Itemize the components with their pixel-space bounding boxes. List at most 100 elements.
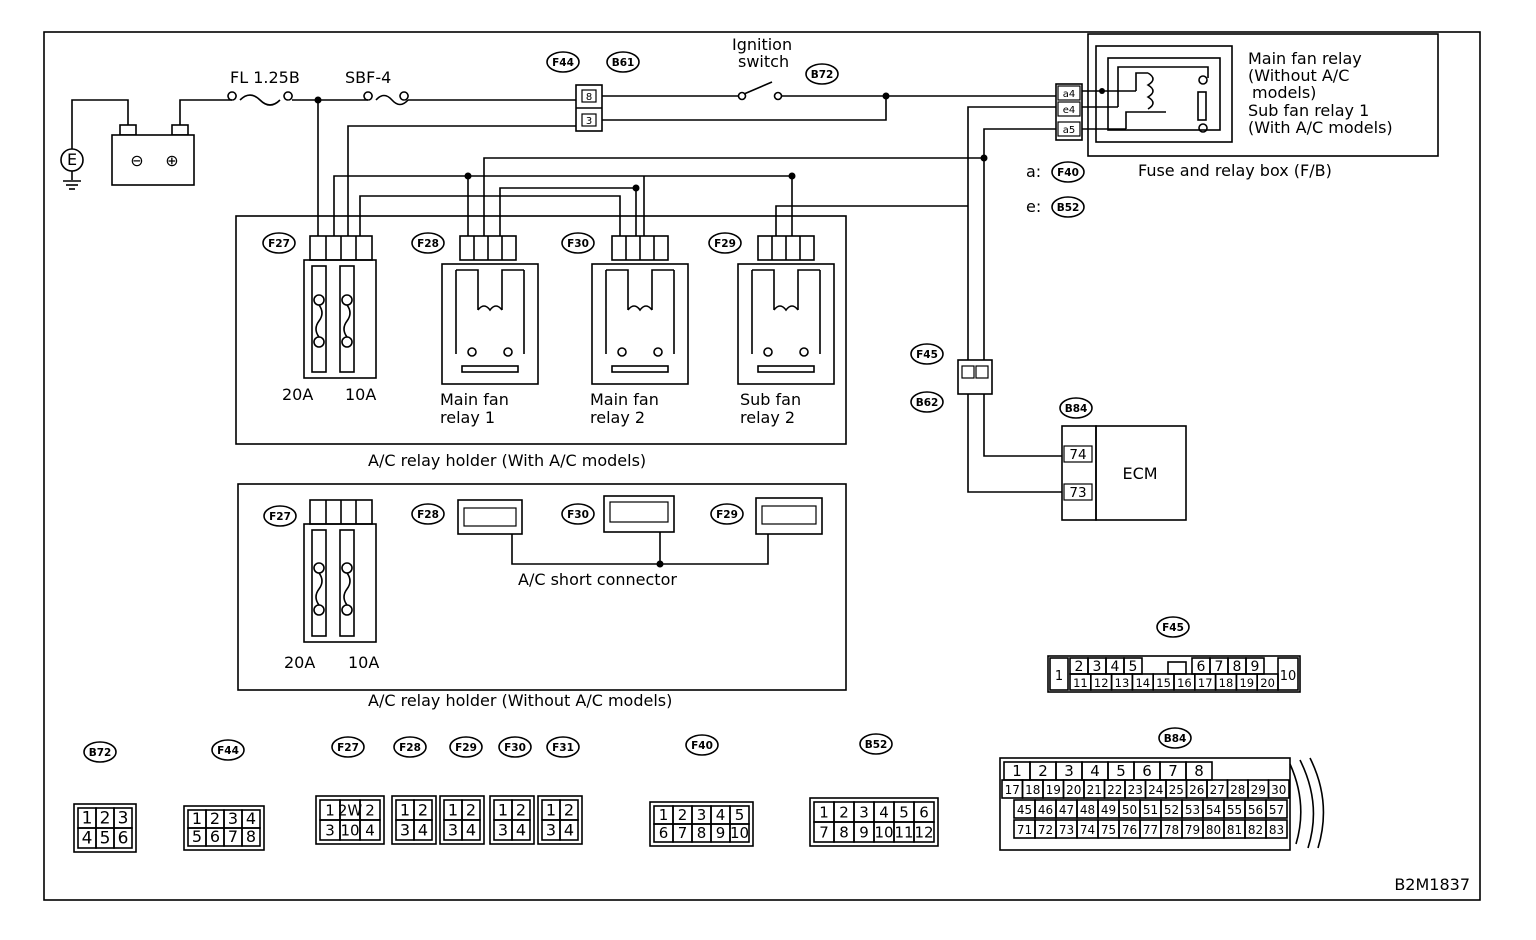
label-f29-noac-text: F29	[716, 509, 738, 521]
pinout-f44-pin: 4	[246, 809, 256, 828]
ground-wire	[71, 99, 129, 149]
legend-f40: F40	[1051, 161, 1085, 183]
b84-pin: 78	[1164, 823, 1179, 837]
fusible-link-sbf-label: SBF-4	[345, 68, 391, 87]
fuse-10a-ac: 10A	[345, 385, 376, 404]
label-f28-ac: F28	[411, 232, 445, 254]
pinout-f44-pin: 2	[210, 809, 220, 828]
pinout-relay-3-pin: 3	[498, 821, 508, 840]
f45-pin-right: 10	[1280, 669, 1297, 684]
b84-pin: 2	[1038, 762, 1048, 780]
fuse-10a-noac: 10A	[348, 653, 379, 672]
label-f27-pinout-text: F27	[337, 742, 359, 754]
diagram-frame	[43, 31, 1481, 901]
pinout-f40-pin: 2	[678, 806, 688, 824]
legend-b52-text: B52	[1057, 202, 1080, 214]
label-f29-pinout-text: F29	[455, 742, 477, 754]
pinout-relay-2-pin: 3	[448, 821, 458, 840]
label-f40-pinout-text: F40	[691, 740, 713, 752]
label-b62-text: B62	[916, 397, 939, 409]
relay-sub-fan-2	[737, 235, 835, 385]
b84-pin: 26	[1189, 783, 1204, 797]
pinout-f27-pin: 1	[325, 802, 335, 820]
pinout-relay-3-pin: 1	[498, 801, 508, 820]
short-connector-label: A/C short connector	[518, 570, 677, 589]
pinout-f40-pin: 9	[716, 824, 726, 842]
pinout-relay-1-pin: 4	[418, 821, 428, 840]
legend-e-prefix: e:	[1026, 197, 1041, 216]
b84-pin: 51	[1143, 803, 1158, 817]
fb-text-line5: (With A/C models)	[1248, 118, 1393, 137]
fusible-link-fl-label: FL 1.25B	[230, 68, 300, 87]
pinout-f44-pin: 6	[210, 827, 220, 846]
figure-id: B2M1837	[1394, 875, 1470, 894]
pinout-f44-pin: 7	[228, 827, 238, 846]
label-f27-pinout: F27	[331, 736, 365, 758]
label-f28-noac: F28	[411, 503, 445, 525]
pinout-b52-pin: 1	[819, 804, 829, 822]
label-f27-ac: F27	[262, 232, 296, 254]
connector-f44-b61: 8 3	[575, 84, 603, 132]
b84-pin: 82	[1248, 823, 1263, 837]
pinout-b52-pin: 12	[914, 824, 933, 842]
label-f30-noac: F30	[561, 503, 595, 525]
f45-pin-left: 1	[1055, 669, 1063, 684]
short-connector-f29	[755, 497, 823, 535]
legend-a-prefix: a:	[1026, 162, 1041, 181]
ecm-pin-73: 73	[1069, 485, 1086, 501]
b84-pin: 55	[1227, 803, 1242, 817]
fuse-block-noac	[303, 499, 377, 643]
b84-pin: 29	[1251, 783, 1266, 797]
pinout-b72-pin: 3	[118, 809, 129, 829]
pinout-b72-pin: 6	[118, 829, 129, 849]
fb-pin-e4: e4	[1063, 105, 1076, 116]
relay-main-fan-1	[441, 235, 539, 385]
b84-pin: 22	[1107, 783, 1122, 797]
relay1-label-line1: Main fan	[440, 390, 509, 409]
label-f28-pinout: F28	[393, 736, 427, 758]
b84-pin: 25	[1169, 783, 1184, 797]
fb-text-line4: Sub fan relay 1	[1248, 101, 1369, 120]
label-f30-pinout: F30	[498, 736, 532, 758]
pinout-f27-pin: 4	[365, 822, 375, 840]
f45-pin: 11	[1073, 676, 1088, 690]
pinout-f27-pin: 3	[325, 822, 335, 840]
b84-pin: 18	[1025, 783, 1040, 797]
label-b61-text: B61	[612, 57, 635, 69]
pinout-relay-2-pin: 4	[466, 821, 476, 840]
label-b72-text: B72	[811, 69, 834, 81]
label-f30-noac-text: F30	[567, 509, 589, 521]
label-f45-text: F45	[916, 349, 938, 361]
pinout-f40-pin: 7	[678, 824, 688, 842]
ignition-label-line2: switch	[738, 52, 789, 71]
ignition-switch	[737, 81, 783, 101]
holder-ac-title: A/C relay holder (With A/C models)	[368, 451, 646, 470]
pinout-f40-pin: 4	[716, 806, 726, 824]
label-f30-ac-text: F30	[567, 238, 589, 250]
b84-pin: 71	[1017, 823, 1032, 837]
fusible-link-sbf	[363, 91, 409, 106]
label-f29-ac: F29	[708, 232, 742, 254]
fb-text-line1: Main fan relay	[1248, 49, 1362, 68]
label-f28-ac-text: F28	[417, 238, 439, 250]
f45-pin: 3	[1093, 659, 1102, 675]
b84-pin: 6	[1142, 762, 1152, 780]
f45-pin: 7	[1215, 659, 1224, 675]
pinout-b52-pin: 3	[859, 804, 869, 822]
f45-pin: 19	[1239, 676, 1254, 690]
label-f29-ac-text: F29	[714, 238, 736, 250]
pinout-f40-pin: 5	[735, 806, 745, 824]
holder-ac-box	[235, 215, 847, 445]
f45-pin: 5	[1129, 659, 1138, 675]
f45-pin: 8	[1233, 659, 1242, 675]
f45-pin: 12	[1094, 676, 1109, 690]
f45-pin: 4	[1111, 659, 1120, 675]
